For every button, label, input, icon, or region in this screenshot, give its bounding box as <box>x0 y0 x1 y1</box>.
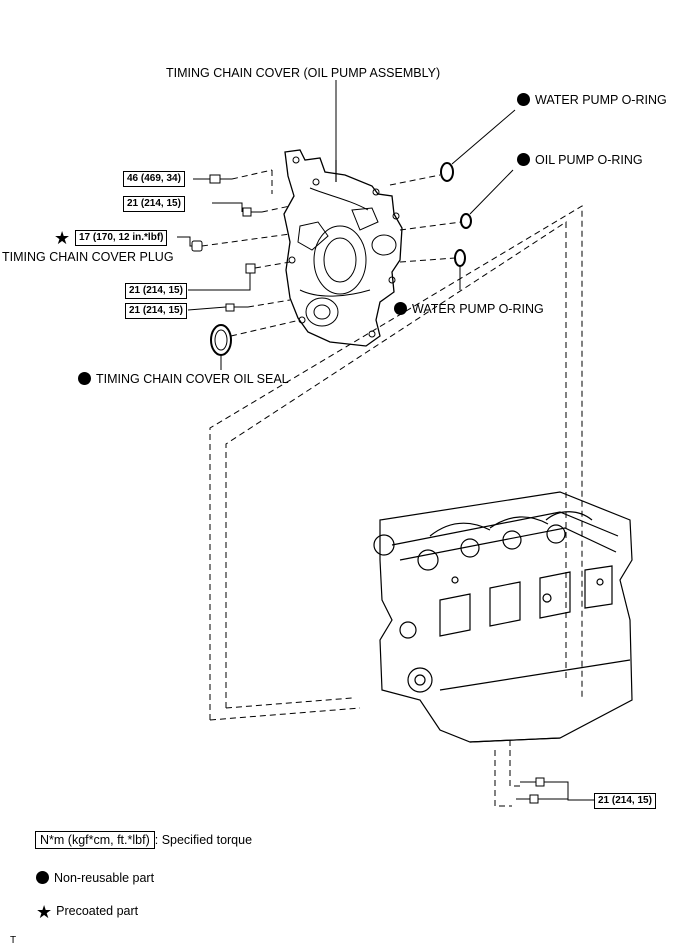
timing-chain-cover-label: TIMING CHAIN COVER (OIL PUMP ASSEMBLY) <box>166 66 441 80</box>
torque-value-box-precoated: 17 (170, 12 in.*lbf) <box>75 230 168 246</box>
bolts <box>191 174 545 804</box>
precoated-star-icon: ★ <box>36 901 53 922</box>
torque-value-box: 46 (469, 34) <box>123 171 185 187</box>
torque-value-box: 21 (214, 15) <box>594 793 656 809</box>
legend-torque: N*m (kgf*cm, ft.*lbf): Specified torque <box>35 831 252 849</box>
non-reusable-icon <box>517 93 530 107</box>
timing-chain-cover-plug-label: TIMING CHAIN COVER PLUG <box>2 250 174 264</box>
non-reusable-icon <box>394 302 407 316</box>
non-reusable-icon <box>517 153 530 167</box>
engine-block-drawing <box>373 491 633 743</box>
water-pump-oring-mid-label: WATER PUMP O-RING <box>394 302 544 316</box>
oil-seal-label: TIMING CHAIN COVER OIL SEAL <box>78 372 289 386</box>
legend-non-reusable: Non-reusable part <box>36 871 154 885</box>
legend-precoated: ★Precoated part <box>36 901 139 922</box>
non-reusable-icon <box>78 372 91 386</box>
torque-value-box: 21 (214, 15) <box>123 196 185 212</box>
oil-pump-oring-label: OIL PUMP O-RING <box>517 153 643 167</box>
water-pump-oring-top-label: WATER PUMP O-RING <box>517 93 667 107</box>
precoated-star-icon: ★ <box>54 227 71 248</box>
footer-code: T <box>10 935 17 946</box>
torque-value-box: 21 (214, 15) <box>125 303 187 319</box>
legend-torque-format: N*m (kgf*cm, ft.*lbf) <box>35 831 155 849</box>
torque-value-box: 21 (214, 15) <box>125 283 187 299</box>
non-reusable-icon <box>36 871 49 885</box>
alignment-lines <box>201 169 583 807</box>
timing-chain-cover-drawing <box>283 149 403 347</box>
